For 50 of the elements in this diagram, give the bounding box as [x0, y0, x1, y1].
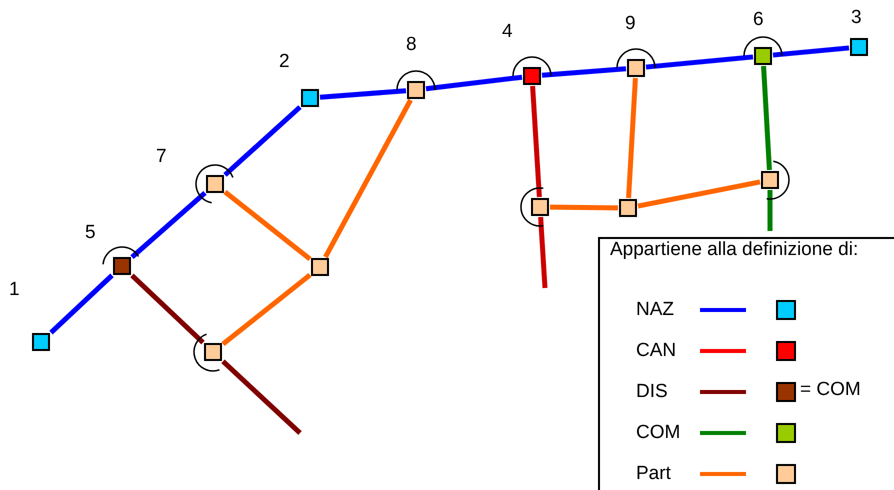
connector-line [221, 272, 312, 346]
connector-line [530, 86, 542, 198]
legend-text: COM [636, 422, 680, 444]
connector-line [638, 180, 760, 208]
connector-line [130, 190, 207, 260]
connector-line [223, 190, 312, 262]
junction-square [627, 59, 645, 77]
junction-square [113, 257, 131, 275]
node-number: 3 [851, 8, 862, 28]
node-number: 4 [502, 22, 513, 42]
junction-square [206, 175, 224, 193]
node-number: 9 [625, 14, 636, 34]
connector-line [550, 204, 618, 210]
connector-line [542, 66, 626, 78]
connector-line [768, 190, 772, 231]
node-number: 7 [156, 147, 167, 167]
connector-line [323, 98, 413, 258]
junction-square [32, 333, 50, 351]
legend-note: = COM [800, 379, 861, 401]
connector-line [626, 78, 638, 198]
junction-square [407, 81, 425, 99]
node-number: 8 [406, 35, 417, 55]
connector-line [772, 45, 850, 58]
junction-square [204, 343, 222, 361]
node-number: 2 [279, 52, 290, 72]
junction-square [311, 258, 329, 276]
junction-square [619, 199, 637, 217]
connector-line [646, 54, 754, 70]
legend-text: CAN [636, 340, 676, 362]
connector-line [130, 274, 205, 344]
connector-line [223, 105, 302, 177]
junction-square [761, 171, 779, 189]
connector-line [761, 66, 772, 170]
junction-square [754, 47, 772, 65]
connector-line [426, 74, 522, 92]
junction-square [301, 89, 319, 107]
node-number: 1 [9, 280, 20, 300]
connector-line [49, 274, 114, 334]
junction-square [523, 67, 541, 85]
junction-square [850, 38, 868, 56]
legend-text: DIS [636, 381, 668, 403]
connector-line [320, 88, 406, 100]
legend-text: Part [636, 463, 671, 485]
node-number: 5 [85, 223, 96, 243]
node-number: 6 [753, 10, 764, 30]
connector-line [538, 216, 548, 288]
legend-text: NAZ [636, 299, 674, 321]
connector-line [221, 359, 302, 435]
legend-title: Appartiene alla definizione di: [610, 239, 858, 261]
junction-square [531, 198, 549, 216]
